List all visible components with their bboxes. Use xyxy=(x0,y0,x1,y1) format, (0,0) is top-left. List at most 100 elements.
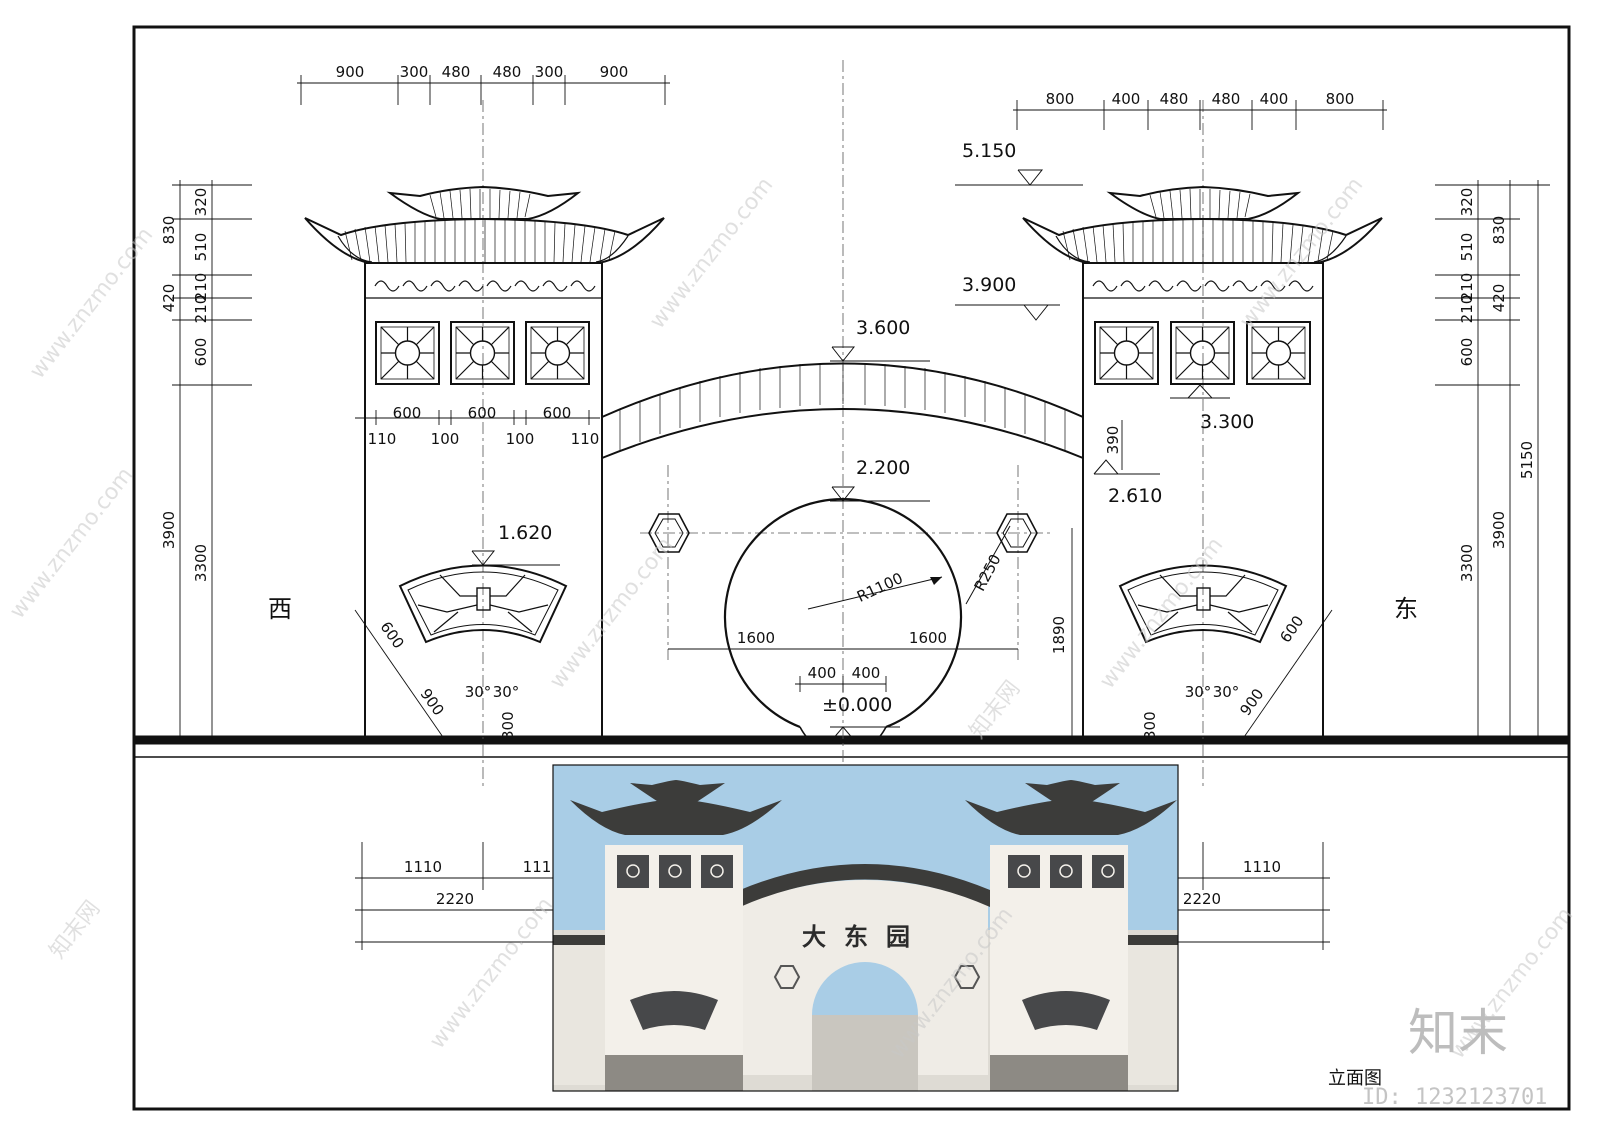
dim-top-right-2: 480 xyxy=(1160,90,1189,108)
render-roof xyxy=(740,864,990,907)
dim-top-left-5: 900 xyxy=(600,63,629,81)
elev-eave: 3.900 xyxy=(962,274,1016,296)
svg-text:510: 510 xyxy=(192,233,210,262)
svg-text:1600: 1600 xyxy=(909,629,947,647)
plan-dims: 1110 2220 111 1110 2220 xyxy=(404,858,1281,908)
svg-text:30°: 30° xyxy=(465,683,492,701)
dim-top-right-0: 800 xyxy=(1046,90,1075,108)
svg-text:100: 100 xyxy=(431,430,460,448)
svg-text:1890: 1890 xyxy=(1050,616,1068,654)
svg-text:www.znzmo.com: www.znzmo.com xyxy=(545,533,678,694)
render-plaque: 大东园 xyxy=(802,922,928,951)
svg-text:510: 510 xyxy=(1458,233,1476,262)
feature-dims: 390 R1100 R250 1600 1600 400 400 1890 60… xyxy=(377,426,1308,740)
svg-text:600: 600 xyxy=(543,404,572,422)
svg-text:www.znzmo.com: www.znzmo.com xyxy=(25,223,158,384)
top-left-dims: 900 300 480 480 300 900 xyxy=(336,63,629,81)
svg-text:210: 210 xyxy=(1458,295,1476,324)
west-label: 西 xyxy=(268,595,292,623)
svg-text:1600: 1600 xyxy=(737,629,775,647)
svg-text:111: 111 xyxy=(523,858,552,876)
hex-radius: R250 xyxy=(970,551,1004,594)
svg-text:100: 100 xyxy=(506,430,535,448)
west-pier xyxy=(304,185,665,741)
left-vertical-dims: 320 510 210 210 830 420 600 3300 3900 xyxy=(160,188,210,582)
west-fan-window xyxy=(398,564,568,644)
image-id: ID: 1232123701 xyxy=(1362,1085,1547,1110)
svg-text:210: 210 xyxy=(1458,273,1476,302)
svg-text:600: 600 xyxy=(1276,612,1307,646)
svg-text:390: 390 xyxy=(1104,426,1122,455)
window-dims: 600 600 600 110 100 100 110 xyxy=(368,404,600,448)
svg-text:3300: 3300 xyxy=(192,544,210,582)
svg-text:大东园: 大东园 xyxy=(802,922,928,951)
svg-text:30°: 30° xyxy=(1213,683,1240,701)
svg-text:1110: 1110 xyxy=(1243,858,1281,876)
svg-text:600: 600 xyxy=(468,404,497,422)
west-lattice-windows xyxy=(375,321,590,385)
svg-text:3900: 3900 xyxy=(1490,511,1508,549)
svg-text:830: 830 xyxy=(1490,216,1508,245)
svg-text:2220: 2220 xyxy=(1183,890,1221,908)
level-markers xyxy=(471,169,1230,741)
svg-text:www.znzmo.com: www.znzmo.com xyxy=(1095,533,1228,694)
arch-tiles xyxy=(619,363,1066,450)
svg-text:www.znzmo.com: www.znzmo.com xyxy=(5,463,138,624)
svg-text:110: 110 xyxy=(368,430,397,448)
elev-moon-top: 2.200 xyxy=(856,457,910,479)
moon-gate xyxy=(723,498,963,729)
svg-text:600: 600 xyxy=(377,618,408,652)
east-label: 东 xyxy=(1394,595,1418,623)
svg-text:900: 900 xyxy=(417,685,448,719)
dim-top-right-3: 480 xyxy=(1212,90,1241,108)
svg-text:420: 420 xyxy=(160,284,178,313)
hex-window-right xyxy=(996,513,1038,553)
west-tiles xyxy=(344,219,616,263)
svg-text:300: 300 xyxy=(499,711,517,740)
brand-logo: 知末 xyxy=(1408,1004,1508,1062)
svg-text:320: 320 xyxy=(1458,188,1476,217)
elev-fan-top: 1.620 xyxy=(498,522,552,544)
svg-text:5150: 5150 xyxy=(1518,441,1536,479)
svg-text:2220: 2220 xyxy=(436,890,474,908)
elev-window-top: 3.300 xyxy=(1200,411,1254,433)
top-dimension-lines xyxy=(297,75,1387,692)
dim-top-left-4: 300 xyxy=(535,63,564,81)
moon-radius: R1100 xyxy=(854,569,906,606)
dim-top-left-2: 480 xyxy=(442,63,471,81)
right-vertical-dims: 320 510 210 210 830 420 600 3300 3900 51… xyxy=(1458,188,1536,582)
svg-text:30°: 30° xyxy=(1185,683,1212,701)
elev-ground: ±0.000 xyxy=(822,694,892,716)
svg-text:900: 900 xyxy=(1236,685,1267,719)
svg-text:3900: 3900 xyxy=(160,511,178,549)
central-wall xyxy=(601,362,1084,741)
svg-text:300: 300 xyxy=(1141,711,1159,740)
svg-text:830: 830 xyxy=(160,216,178,245)
hex-window-left xyxy=(648,513,690,553)
dim-top-left-1: 300 xyxy=(400,63,429,81)
plan-dimension-lines xyxy=(355,842,1330,950)
svg-text:320: 320 xyxy=(192,188,210,217)
svg-text:420: 420 xyxy=(1490,284,1508,313)
elev-hex-mark: 2.610 xyxy=(1108,485,1162,507)
svg-text:www.znzmo.com: www.znzmo.com xyxy=(425,893,558,1054)
svg-text:www.znzmo.com: www.znzmo.com xyxy=(1235,173,1368,334)
vertical-dimension-lines xyxy=(172,180,1550,741)
east-tiles xyxy=(1062,219,1334,263)
top-right-dims: 800 400 480 480 400 800 xyxy=(1046,90,1355,108)
svg-text:www.znzmo.com: www.znzmo.com xyxy=(645,173,778,334)
svg-text:210: 210 xyxy=(192,273,210,302)
svg-text:400: 400 xyxy=(808,664,837,682)
svg-text:210: 210 xyxy=(192,295,210,324)
east-pier xyxy=(1022,185,1383,741)
svg-text:1110: 1110 xyxy=(404,858,442,876)
dim-top-right-5: 800 xyxy=(1326,90,1355,108)
render-panel: 大东园 xyxy=(552,764,1179,1092)
svg-text:30°: 30° xyxy=(493,683,520,701)
east-lattice-windows xyxy=(1094,321,1311,385)
elevation-labels: 5.150 3.900 3.600 3.300 2.610 2.200 1.62… xyxy=(498,140,1254,716)
svg-text:3300: 3300 xyxy=(1458,544,1476,582)
svg-text:600: 600 xyxy=(1458,338,1476,367)
dim-top-left-3: 480 xyxy=(493,63,522,81)
